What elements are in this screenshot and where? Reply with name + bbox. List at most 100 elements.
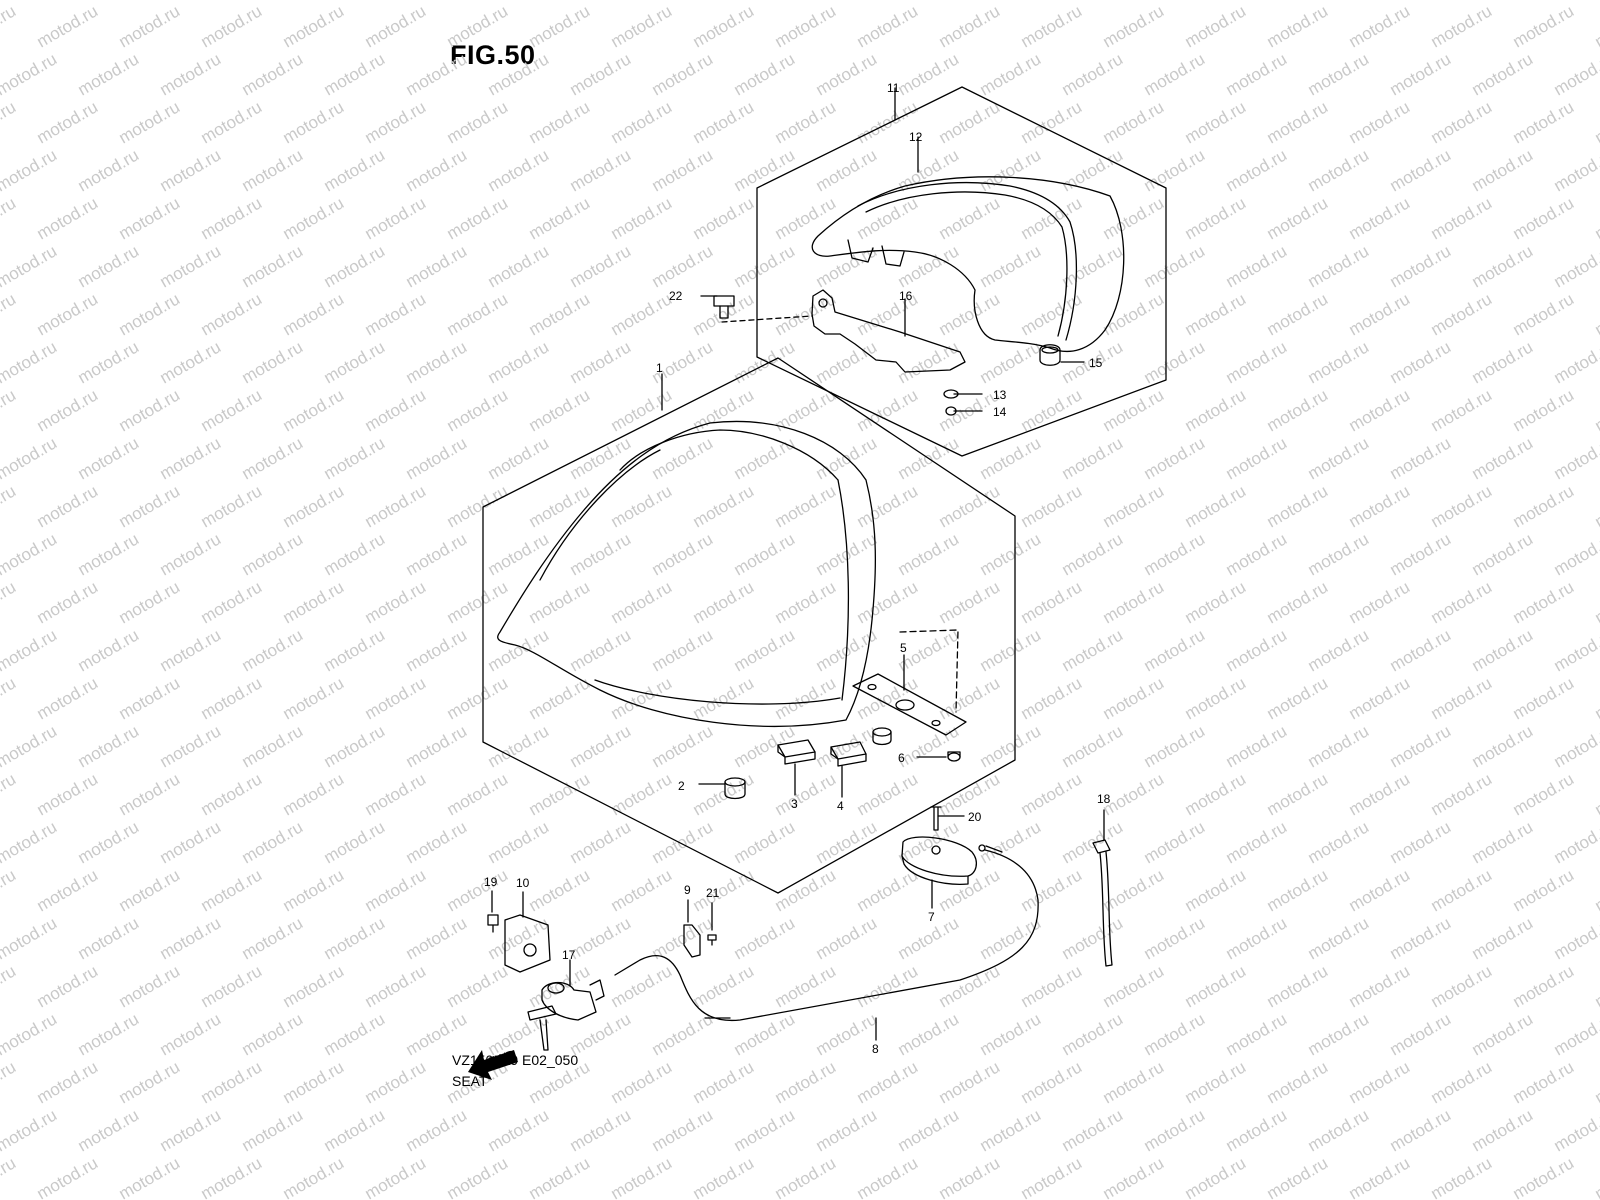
part-number-7[interactable]: 7 <box>928 910 935 924</box>
watermark-text: motod.ru <box>1182 1 1250 51</box>
watermark-text: motod.ru <box>444 289 512 339</box>
part-number-16[interactable]: 16 <box>899 289 913 303</box>
watermark-text: motod.ru <box>239 721 307 771</box>
watermark-text: motod.ru <box>608 385 676 435</box>
watermark-text: motod.ru <box>1100 961 1168 1011</box>
watermark-text: motod.ru <box>485 145 553 195</box>
part-number-1[interactable]: 1 <box>656 361 663 375</box>
damper <box>872 727 892 746</box>
part-number-15[interactable]: 15 <box>1089 356 1103 370</box>
watermark-text: motod.ru <box>198 673 266 723</box>
diagram-name: SEAT <box>452 1073 488 1089</box>
watermark-text: motod.ru <box>772 97 840 147</box>
watermark-text: motod.ru <box>239 625 307 675</box>
part-number-19[interactable]: 19 <box>484 875 498 889</box>
watermark-text: motod.ru <box>1551 1009 1600 1059</box>
watermark-text: motod.ru <box>1059 529 1127 579</box>
leader-lines <box>491 87 1105 1041</box>
watermark-text: motod.ru <box>977 241 1045 291</box>
part-number-11[interactable]: 11 <box>887 81 900 95</box>
watermark-text: motod.ru <box>690 97 758 147</box>
rear-bracket <box>811 289 966 373</box>
cable-band-18 <box>1092 839 1113 967</box>
watermark-text: motod.ru <box>731 625 799 675</box>
part-number-8[interactable]: 8 <box>872 1042 879 1056</box>
watermark-text: motod.ru <box>198 1 266 51</box>
watermark-text: motod.ru <box>157 721 225 771</box>
watermark-text: motod.ru <box>362 673 430 723</box>
watermark-text: motod.ru <box>485 241 553 291</box>
watermark-text: motod.ru <box>690 865 758 915</box>
watermark-text: motod.ru <box>1387 0 1455 3</box>
watermark-text: motod.ru <box>731 49 799 99</box>
watermark-text: motod.ru <box>1592 385 1600 435</box>
watermark-text: motod.ru <box>1510 193 1578 243</box>
watermark-text: motod.ru <box>1592 1 1600 51</box>
watermark-text: motod.ru <box>690 481 758 531</box>
watermark-text: motod.ru <box>1428 481 1496 531</box>
part-number-20[interactable]: 20 <box>968 810 982 824</box>
watermark-text: motod.ru <box>731 1009 799 1059</box>
part-number-4[interactable]: 4 <box>837 799 844 813</box>
front-seat-frame <box>482 357 1016 894</box>
watermark-text: motod.ru <box>280 961 348 1011</box>
part-number-18[interactable]: 18 <box>1097 792 1111 806</box>
watermark-text: motod.ru <box>690 193 758 243</box>
part-number-13[interactable]: 13 <box>993 388 1007 402</box>
watermark-text: motod.ru <box>690 1 758 51</box>
watermark-text: motod.ru <box>1469 1105 1537 1155</box>
part-number-17[interactable]: 17 <box>562 948 576 962</box>
watermark-text: motod.ru <box>1182 1057 1250 1107</box>
watermark-text: motod.ru <box>1428 193 1496 243</box>
watermark-text: motod.ru <box>1428 769 1496 819</box>
watermark-text: motod.ru <box>649 1009 717 1059</box>
hole-icon <box>818 298 828 308</box>
part-number-3[interactable]: 3 <box>791 797 798 811</box>
watermark-text: motod.ru <box>362 769 430 819</box>
watermark-text: motod.ru <box>157 241 225 291</box>
watermark-text: motod.ru <box>608 481 676 531</box>
watermark-text: motod.ru <box>239 433 307 483</box>
watermark-text: motod.ru <box>1018 577 1086 627</box>
watermark-text: motod.ru <box>0 769 19 819</box>
watermark-text: motod.ru <box>444 769 512 819</box>
diagram-code: VZ1500K9 E02_050 <box>452 1052 579 1068</box>
screw-21 <box>707 934 717 946</box>
watermark-text: motod.ru <box>34 1153 102 1200</box>
watermark-text: motod.ru <box>936 1057 1004 1107</box>
watermark-text: motod.ru <box>1592 673 1600 723</box>
part-number-2[interactable]: 2 <box>678 779 685 793</box>
watermark-text: motod.ru <box>198 193 266 243</box>
part-number-9[interactable]: 9 <box>684 883 691 897</box>
watermark-text: motod.ru <box>1264 1057 1332 1107</box>
watermark-text: motod.ru <box>280 673 348 723</box>
watermark-text: motod.ru <box>239 49 307 99</box>
watermark-text: motod.ru <box>526 1153 594 1200</box>
watermark-text: motod.ru <box>854 193 922 243</box>
part-number-14[interactable]: 14 <box>993 405 1007 419</box>
watermark-text: motod.ru <box>1305 433 1373 483</box>
watermark-text: motod.ru <box>1346 1 1414 51</box>
bolt-20 <box>930 806 942 831</box>
watermark-text: motod.ru <box>157 337 225 387</box>
part-number-12[interactable]: 12 <box>909 130 923 144</box>
watermark-text: motod.ru <box>895 1105 963 1155</box>
watermark-text: motod.ru <box>1100 1057 1168 1107</box>
part-number-22[interactable]: 22 <box>669 289 683 303</box>
part-number-21[interactable]: 21 <box>706 886 720 900</box>
watermark-text: motod.ru <box>1223 145 1291 195</box>
watermark-text: motod.ru <box>1182 289 1250 339</box>
part-number-6[interactable]: 6 <box>898 751 905 765</box>
watermark-text: motod.ru <box>1469 0 1537 3</box>
watermark-text: motod.ru <box>608 1153 676 1200</box>
watermark-text: motod.ru <box>485 721 553 771</box>
cable-holder-9 <box>683 924 701 958</box>
part-number-10[interactable]: 10 <box>516 876 530 890</box>
watermark-text: motod.ru <box>403 817 471 867</box>
part-number-5[interactable]: 5 <box>900 641 907 655</box>
watermark-text: motod.ru <box>1428 673 1496 723</box>
watermark-text: motod.ru <box>1100 289 1168 339</box>
watermark-text: motod.ru <box>1141 49 1209 99</box>
watermark-text: motod.ru <box>608 865 676 915</box>
